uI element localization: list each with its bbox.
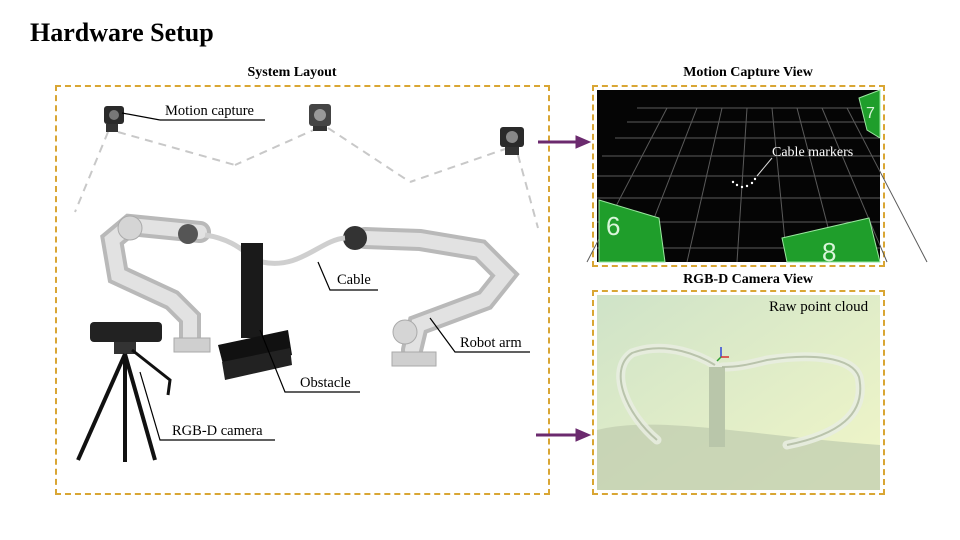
mocap-camera-icon [104,106,124,132]
system-layout-heading: System Layout [247,65,337,80]
rgbd-camera-view-heading: RGB-D Camera View [683,272,813,287]
marker-number-7: 7 [866,105,875,122]
cable [204,232,346,266]
right-robot-arm [343,226,520,367]
mocap-camera-icon [500,127,524,155]
robot-arm-label: Robot arm [460,335,522,351]
motion-capture-label: Motion capture [165,103,254,119]
obstacle [218,243,292,380]
page-title: Hardware Setup [30,18,214,47]
point-cloud-image [597,295,880,490]
raw-point-cloud-label: Raw point cloud [769,299,869,315]
marker-number-6: 6 [606,211,621,241]
system-layout-panel [55,85,550,495]
motion-capture-view-heading: Motion Capture View [683,65,813,80]
rgbd-camera-view-panel: Raw point cloud [592,290,885,495]
left-robot-arm [100,213,211,353]
rgbd-camera-label: RGB-D camera [172,423,263,439]
axis-gizmo-icon [716,347,729,362]
cable-label: Cable [337,272,371,288]
marker-number-8: 8 [822,237,837,267]
obstacle-label: Obstacle [300,375,351,391]
rgbd-camera [76,322,172,462]
cable-markers-label: Cable markers [772,145,854,160]
arrow-to-mocap-view [538,135,592,149]
floor-markers [598,89,881,263]
arrow-to-rgbd-view [536,428,592,442]
mocap-grid-image [586,89,928,263]
mocap-camera-icon [309,104,331,131]
camera-view-lines [74,127,539,229]
motion-capture-view-panel: Cable markers 6 8 7 [586,85,928,267]
point-cloud-obstacle [709,367,725,447]
cable-marker-points [731,177,757,189]
